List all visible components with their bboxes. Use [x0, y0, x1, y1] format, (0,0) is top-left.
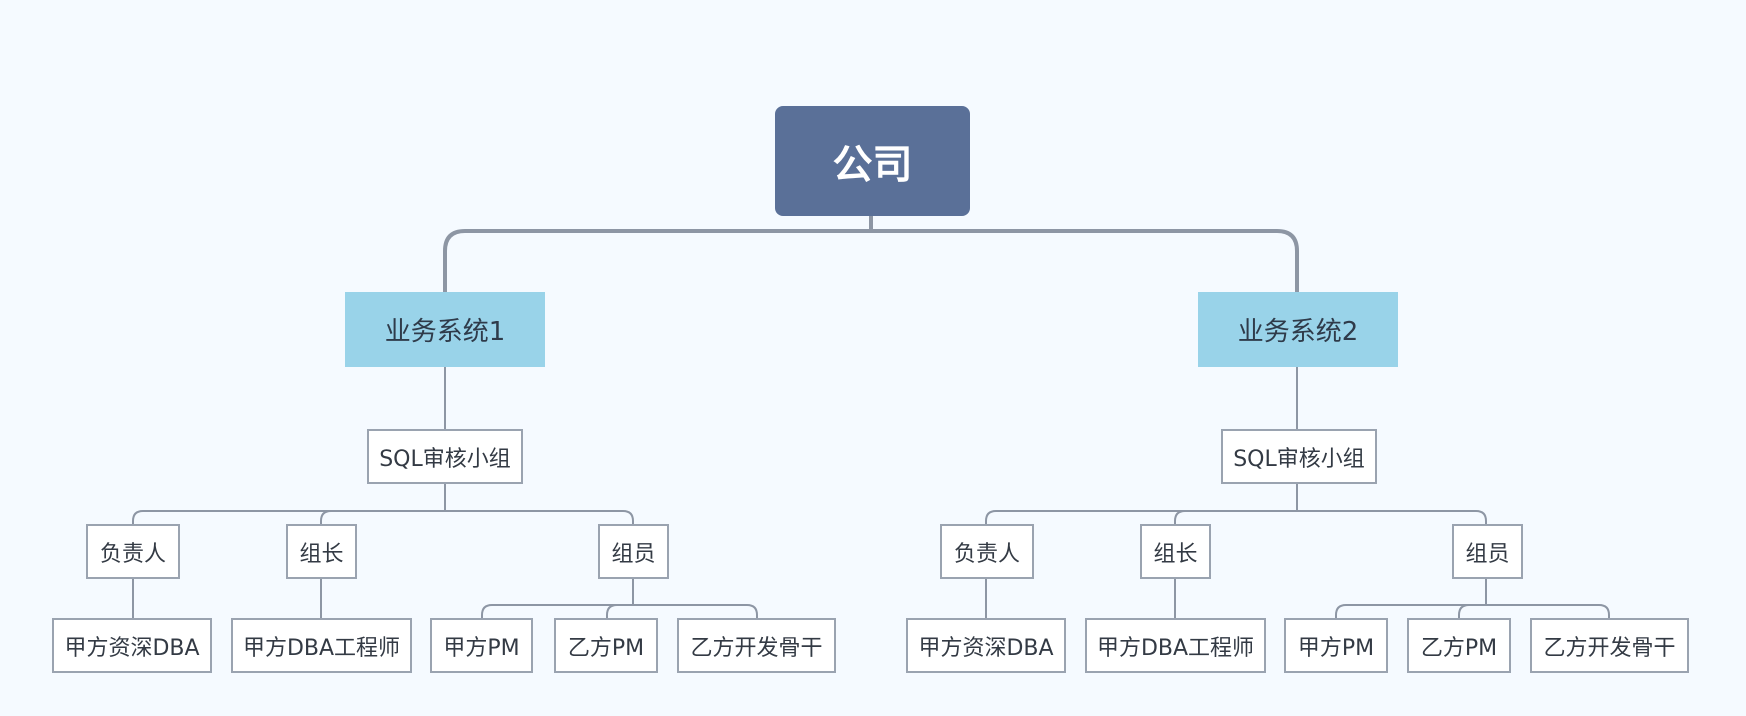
role-node-2-2[interactable]: 组长	[1140, 524, 1211, 579]
member-node-1-2-1[interactable]: 甲方DBA工程师	[231, 618, 412, 673]
member-node-1-3-2[interactable]: 乙方PM	[554, 618, 658, 673]
role-node-1-3[interactable]: 组员	[598, 524, 669, 579]
connector-bus-1-to-role-3	[622, 510, 634, 524]
member-node-2-2-1[interactable]: 甲方DBA工程师	[1085, 618, 1266, 673]
member-node-1-3-1[interactable]: 甲方PM	[430, 618, 533, 673]
member-node-2-1-1[interactable]: 甲方资深DBA	[906, 618, 1066, 673]
connector-role-2-3-to-member-2	[1458, 604, 1470, 618]
connector-role-1-3-to-member-1	[481, 604, 493, 618]
group-node-2[interactable]: SQL审核小组	[1221, 429, 1377, 484]
member-node-2-3-1[interactable]: 甲方PM	[1284, 618, 1388, 673]
connector-bus-2-to-role-2	[1174, 510, 1186, 524]
connector-role-2-3-to-member-1	[1335, 604, 1347, 618]
role-node-1-1[interactable]: 负责人	[86, 524, 180, 579]
member-node-1-3-3[interactable]: 乙方开发骨干	[677, 618, 836, 673]
connector-bus-2-to-role-1	[985, 510, 997, 524]
role-node-2-1[interactable]: 负责人	[940, 524, 1034, 579]
role-node-1-2[interactable]: 组长	[286, 524, 357, 579]
member-node-1-1-1[interactable]: 甲方资深DBA	[52, 618, 212, 673]
member-node-2-3-3[interactable]: 乙方开发骨干	[1530, 618, 1689, 673]
role-node-2-3[interactable]: 组员	[1452, 524, 1523, 579]
root-node[interactable]: 公司	[775, 106, 970, 216]
member-node-2-3-2[interactable]: 乙方PM	[1407, 618, 1511, 673]
connector-bus-1-to-role-1	[132, 510, 144, 524]
connector-role-2-3-to-member-3	[1598, 604, 1610, 618]
connector-role-1-3-to-member-2	[606, 604, 618, 618]
connector-root-to-system-1	[443, 229, 871, 292]
group-node-1[interactable]: SQL审核小组	[367, 429, 523, 484]
connector-bus-1-to-role-2	[320, 510, 332, 524]
connector-role-1-3-to-member-3	[746, 604, 758, 618]
connector-bus-2-to-role-3	[1475, 510, 1487, 524]
system-node-2[interactable]: 业务系统2	[1198, 292, 1398, 367]
system-node-1[interactable]: 业务系统1	[345, 292, 545, 367]
connector-root-to-system-2	[871, 229, 1299, 292]
